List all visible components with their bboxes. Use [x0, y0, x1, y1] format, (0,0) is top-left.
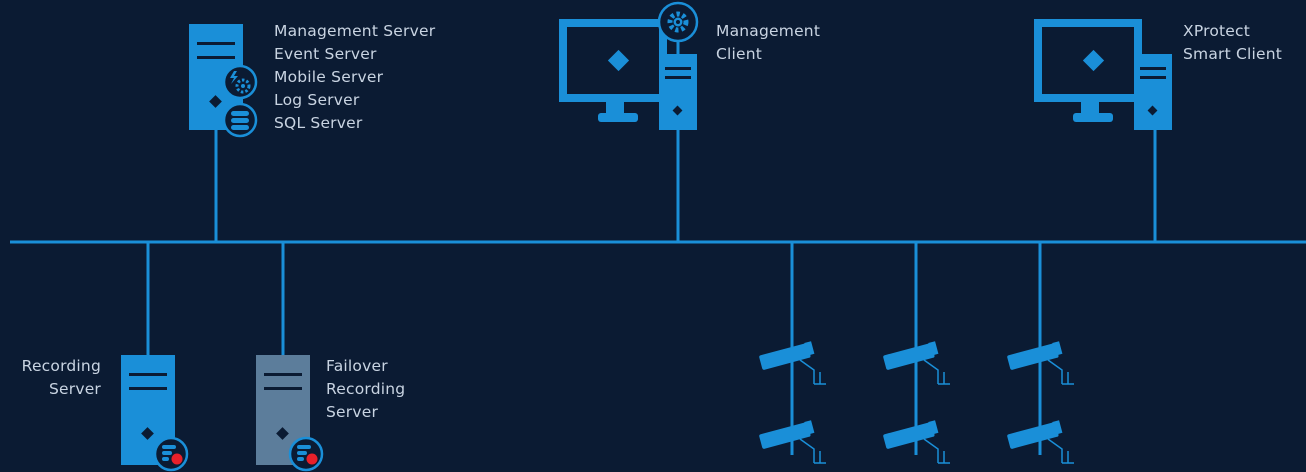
- label-line: Smart Client: [1183, 45, 1283, 63]
- recording-icon: [153, 436, 189, 472]
- recording-server-label: Recording Server: [22, 355, 101, 401]
- label-line: Recording: [21, 357, 101, 375]
- label-line: Mobile Server: [274, 68, 384, 86]
- gear-icon: [657, 1, 699, 56]
- label-line: Server: [48, 380, 101, 398]
- label-line: Client: [716, 45, 763, 63]
- label-line: Management Server: [274, 22, 436, 40]
- label-line: Management: [716, 22, 821, 40]
- label-line: Server: [326, 403, 379, 421]
- database-icon: [222, 102, 258, 138]
- failover-server-label: Failover Recording Server: [326, 355, 405, 424]
- smart-client-label: XProtect Smart Client: [1183, 20, 1282, 66]
- management-client-label: Management Client: [716, 20, 820, 66]
- recording-icon: [288, 436, 324, 472]
- label-line: Event Server: [274, 45, 377, 63]
- label-line: SQL Server: [274, 114, 363, 132]
- label-line: Failover: [326, 357, 388, 375]
- management-server-label: Management Server Event Server Mobile Se…: [274, 20, 435, 135]
- label-line: Recording: [326, 380, 406, 398]
- management-client-icon: [559, 19, 697, 130]
- label-line: XProtect: [1183, 22, 1251, 40]
- event-gear-icon: [222, 64, 258, 100]
- label-line: Log Server: [274, 91, 360, 109]
- smart-client-icon: [1034, 19, 1172, 130]
- network-lines: [10, 130, 1306, 455]
